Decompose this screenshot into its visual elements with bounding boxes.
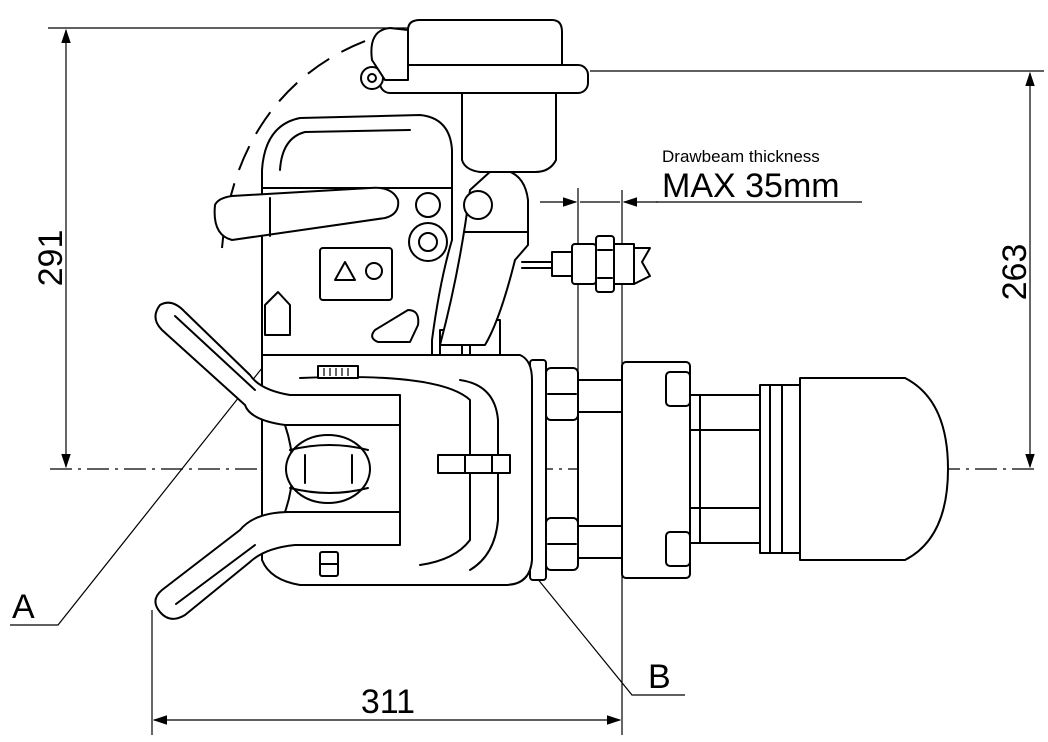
dimension-263	[590, 70, 1044, 469]
guide-jaw	[154, 301, 401, 620]
warning-icon	[334, 261, 356, 281]
lower-bolt	[319, 551, 339, 577]
dimension-291-label: 291	[32, 230, 70, 287]
callout-a-label: A	[12, 588, 35, 626]
info-icon	[365, 262, 383, 280]
hand-lever	[213, 186, 448, 262]
shank	[529, 359, 949, 581]
sensor-connector	[521, 235, 651, 293]
warning-plate	[319, 247, 393, 301]
dimension-263-label: 263	[996, 244, 1034, 301]
drawbeam-value: MAX 35mm	[662, 167, 840, 205]
callout-b-label: B	[648, 658, 671, 696]
side-bracket	[439, 169, 529, 346]
top-housing	[360, 19, 589, 173]
dimension-311-label: 311	[361, 683, 415, 721]
dimension-291	[48, 27, 410, 469]
drawbeam-label: Drawbeam thickness	[662, 147, 820, 166]
coupling-pin	[285, 434, 371, 504]
